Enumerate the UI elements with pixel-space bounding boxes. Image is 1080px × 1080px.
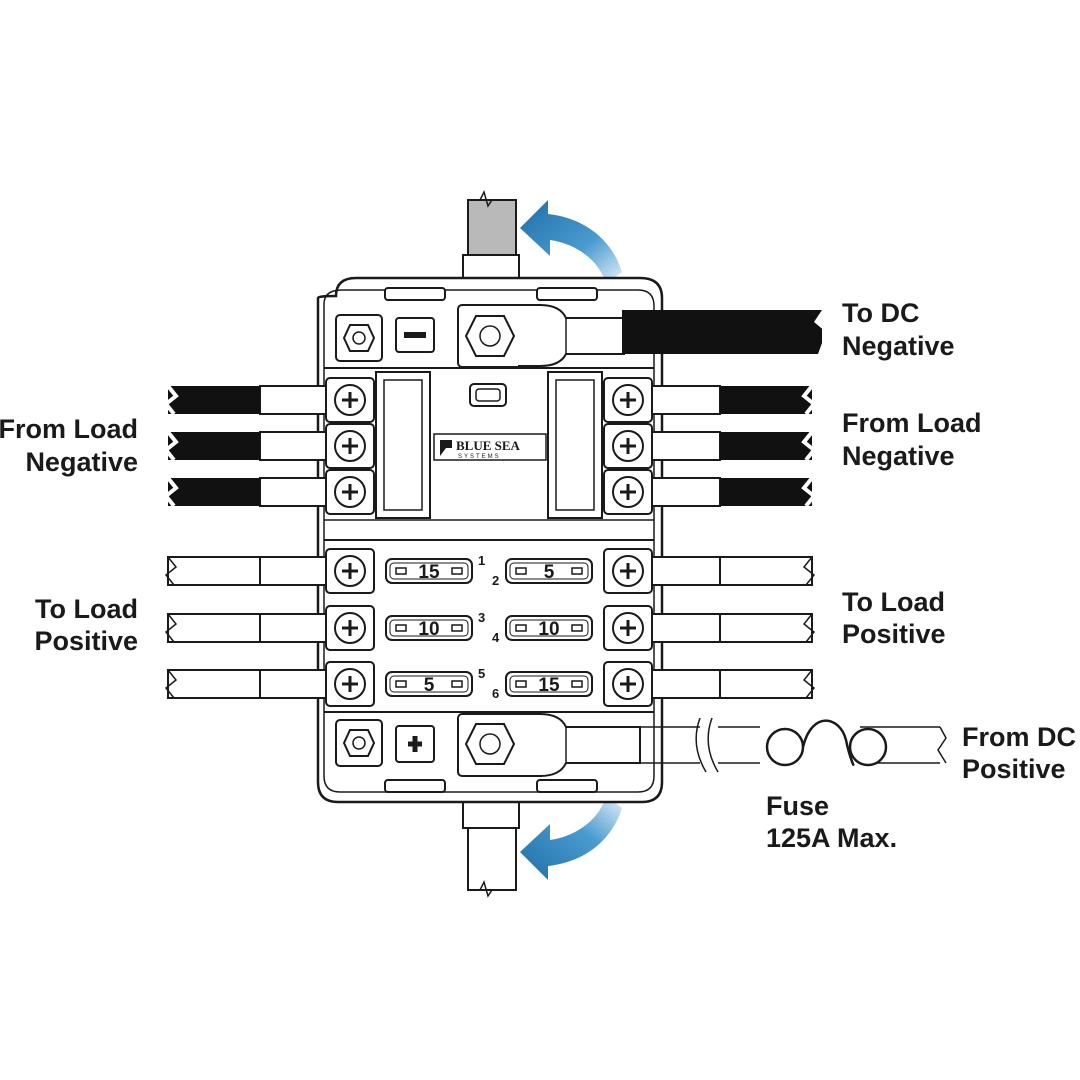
load-positive-wire-left: [164, 613, 331, 643]
load-positive-wire-right: [649, 556, 816, 586]
label-to-dc-negative: To DC Negative: [842, 298, 955, 361]
load-negative-wire-left: [163, 430, 331, 462]
svg-text:125A Max.: 125A Max.: [766, 823, 897, 853]
svg-text:From DC: From DC: [962, 722, 1076, 752]
svg-text:From Load: From Load: [842, 408, 982, 438]
negative-terminal-left: [325, 377, 375, 423]
fuse-rating: 5: [544, 562, 555, 583]
svg-text:Negative: Negative: [842, 441, 955, 471]
fuse-position: 3: [478, 610, 485, 625]
negative-terminal-left: [325, 469, 375, 515]
svg-text:To DC: To DC: [842, 298, 919, 328]
svg-text:Positive: Positive: [842, 619, 946, 649]
negative-terminal-left: [325, 423, 375, 469]
fuse-rating: 15: [418, 562, 440, 583]
positive-terminal-right: [603, 548, 653, 594]
label-to-load-positive-right: To Load Positive: [842, 587, 946, 649]
svg-text:To Load: To Load: [35, 594, 138, 624]
load-negative-wire-right: [649, 384, 817, 416]
load-negative-wire-left: [163, 476, 331, 508]
svg-text:Negative: Negative: [25, 447, 138, 477]
svg-text:Positive: Positive: [962, 754, 1066, 784]
svg-text:To Load: To Load: [842, 587, 945, 617]
fuse-rating: 10: [418, 619, 439, 640]
load-negative-wire-right: [649, 476, 817, 508]
fuse-rating: 10: [538, 619, 559, 640]
svg-text:Positive: Positive: [34, 626, 138, 656]
label-from-load-negative-right: From Load Negative: [842, 408, 982, 471]
positive-terminal-left: [325, 548, 375, 594]
negative-terminal-right: [603, 377, 653, 423]
minus-icon: [404, 332, 426, 338]
label-from-load-negative-left: From Load Negative: [0, 414, 138, 477]
negative-terminal-right: [603, 423, 653, 469]
load-negative-wire-right: [649, 430, 817, 462]
blade-fuse[interactable]: 15 6: [492, 671, 593, 701]
load-negative-wire-left: [163, 384, 331, 416]
plus-icon: [408, 736, 422, 752]
brand-name: BLUE SEA: [456, 438, 521, 453]
load-positive-wire-left: [164, 556, 331, 586]
fuse-rating: 5: [424, 675, 435, 696]
fuse-position: 4: [492, 630, 500, 645]
blade-fuse[interactable]: 52: [492, 558, 593, 588]
brand-sub: SYSTEMS: [458, 454, 501, 460]
positive-terminal-left: [325, 605, 375, 651]
arrow-up-icon: [520, 200, 622, 284]
brand-logo: BLUE SEA SYSTEMS: [433, 433, 547, 461]
positive-terminal-right: [603, 605, 653, 651]
load-positive-wire-right: [649, 669, 816, 699]
svg-text:Negative: Negative: [842, 331, 955, 361]
fuse-position: 6: [492, 686, 499, 701]
svg-text:Fuse: Fuse: [766, 791, 829, 821]
blade-fuse[interactable]: 10 4: [492, 615, 593, 645]
blade-fuse[interactable]: 10 3: [385, 610, 485, 641]
negative-bus: [335, 304, 625, 368]
load-positive-wire-left: [164, 669, 331, 699]
positive-bus: [335, 713, 641, 777]
label-fuse: Fuse 125A Max.: [766, 791, 897, 853]
blade-fuse[interactable]: 15 1: [385, 553, 485, 584]
arrow-down-icon: [520, 796, 622, 880]
negative-terminal-right: [603, 469, 653, 515]
positive-terminal-right: [603, 661, 653, 707]
dc-negative-cable: [622, 310, 830, 354]
fuse-icon: [765, 719, 888, 767]
fuse-position: 2: [492, 573, 499, 588]
fuse-rating: 15: [538, 675, 560, 696]
label-from-dc-positive: From DC Positive: [962, 722, 1076, 784]
blade-fuse[interactable]: 55: [385, 666, 485, 697]
load-positive-wire-right: [649, 613, 816, 643]
label-to-load-positive-left: To Load Positive: [34, 594, 138, 656]
dc-positive-cable: [640, 717, 947, 773]
svg-text:From Load: From Load: [0, 414, 138, 444]
fuse-position: 5: [478, 666, 485, 681]
fuse-position: 1: [478, 553, 485, 568]
positive-terminal-left: [325, 661, 375, 707]
